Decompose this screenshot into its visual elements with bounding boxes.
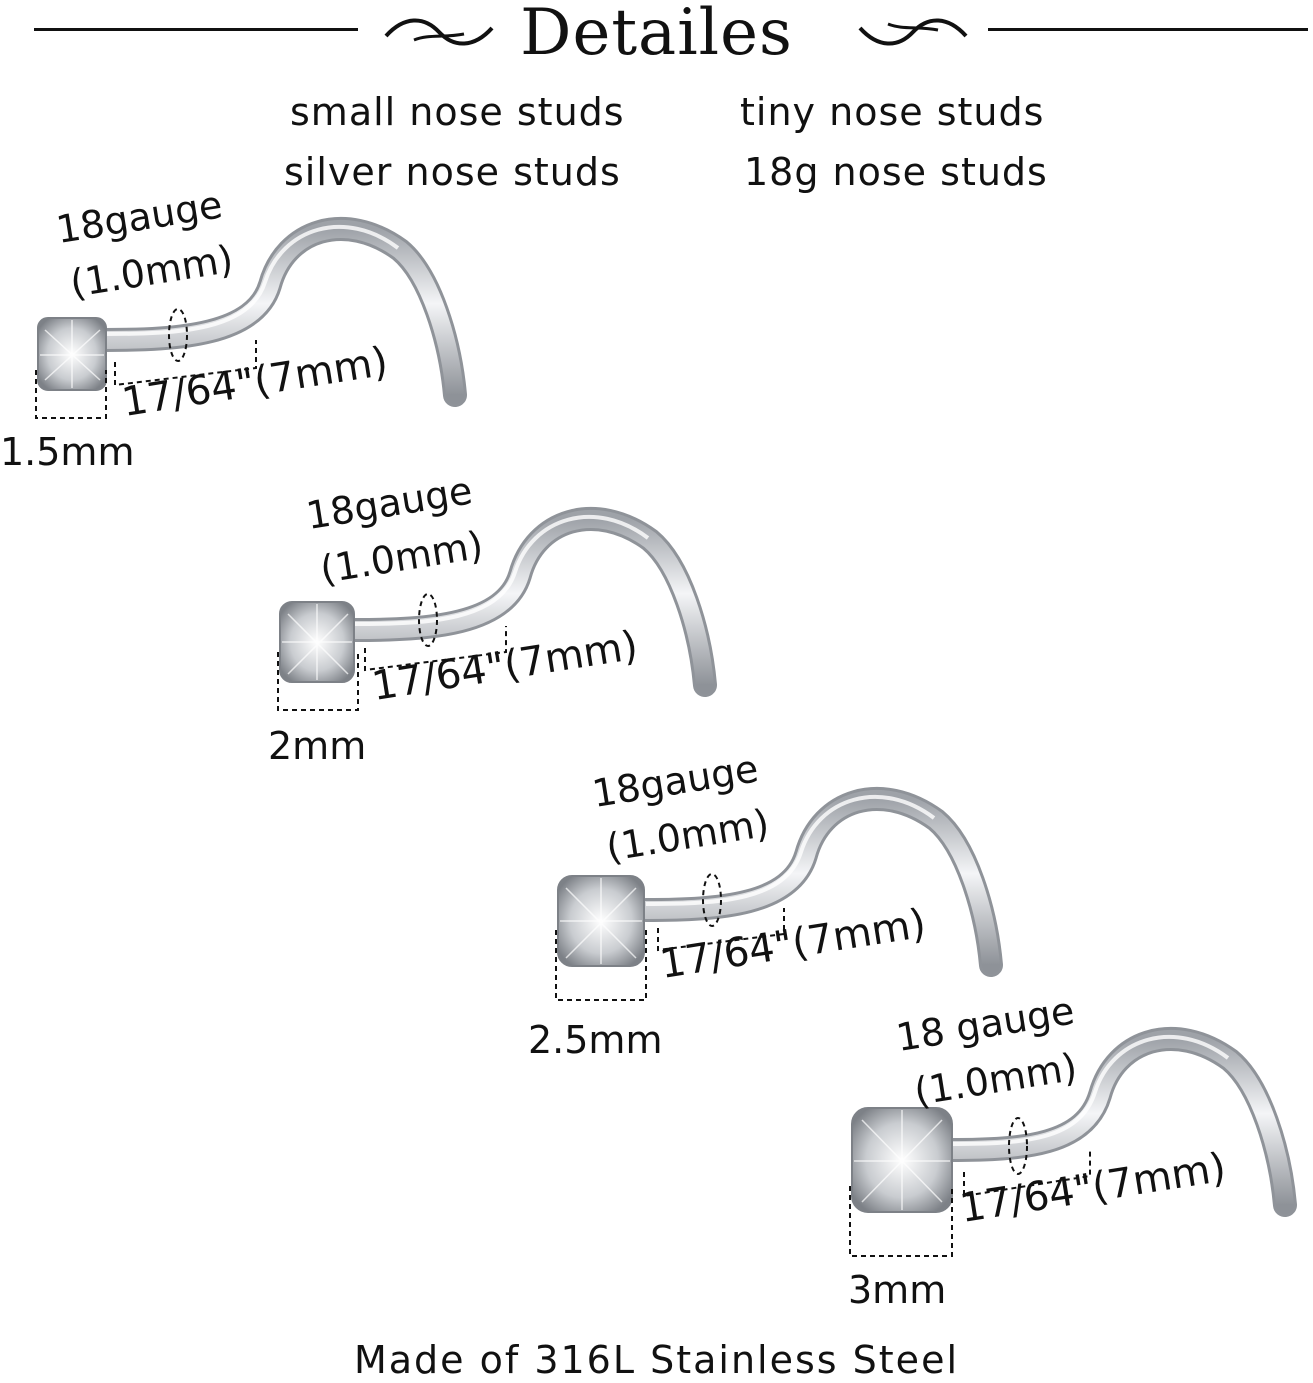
header-rule-right [988,28,1308,31]
material-caption: Made of 316L Stainless Steel [353,1338,960,1382]
nose-stud-1-image [35,216,467,419]
stud-1-diameter-label: 1.5mm [0,430,135,474]
keyword-18g-nose-studs: 18g nose studs [744,150,1048,194]
stud-4: 18 gauge (1.0mm) 17/64"(7mm) 3mm [830,988,1313,1330]
stud-3: 18gauge (1.0mm) 17/64"(7mm) 2.5mm [528,746,1096,1080]
stud-1: 18gauge (1.0mm) 17/64"(7mm) 1.5mm [0,182,560,510]
header-rule-left [34,28,358,31]
swirl-ornament-right-icon [858,18,968,46]
nose-stud-2-image [277,506,717,711]
stud-4-diameter-label: 3mm [848,1268,947,1312]
keyword-small-nose-studs: small nose studs [290,90,625,134]
keyword-tiny-nose-studs: tiny nose studs [740,90,1045,134]
stud-3-diameter-label: 2.5mm [528,1018,663,1062]
stud-2: 18gauge (1.0mm) 17/64"(7mm) 2mm [250,468,810,800]
swirl-ornament-left-icon [384,18,494,46]
stud-2-diameter-label: 2mm [268,724,367,768]
keyword-silver-nose-studs: silver nose studs [284,150,621,194]
page-title: Detailes [520,0,793,70]
nose-stud-3-image [555,786,1003,1001]
nose-stud-4-image [849,1026,1297,1257]
